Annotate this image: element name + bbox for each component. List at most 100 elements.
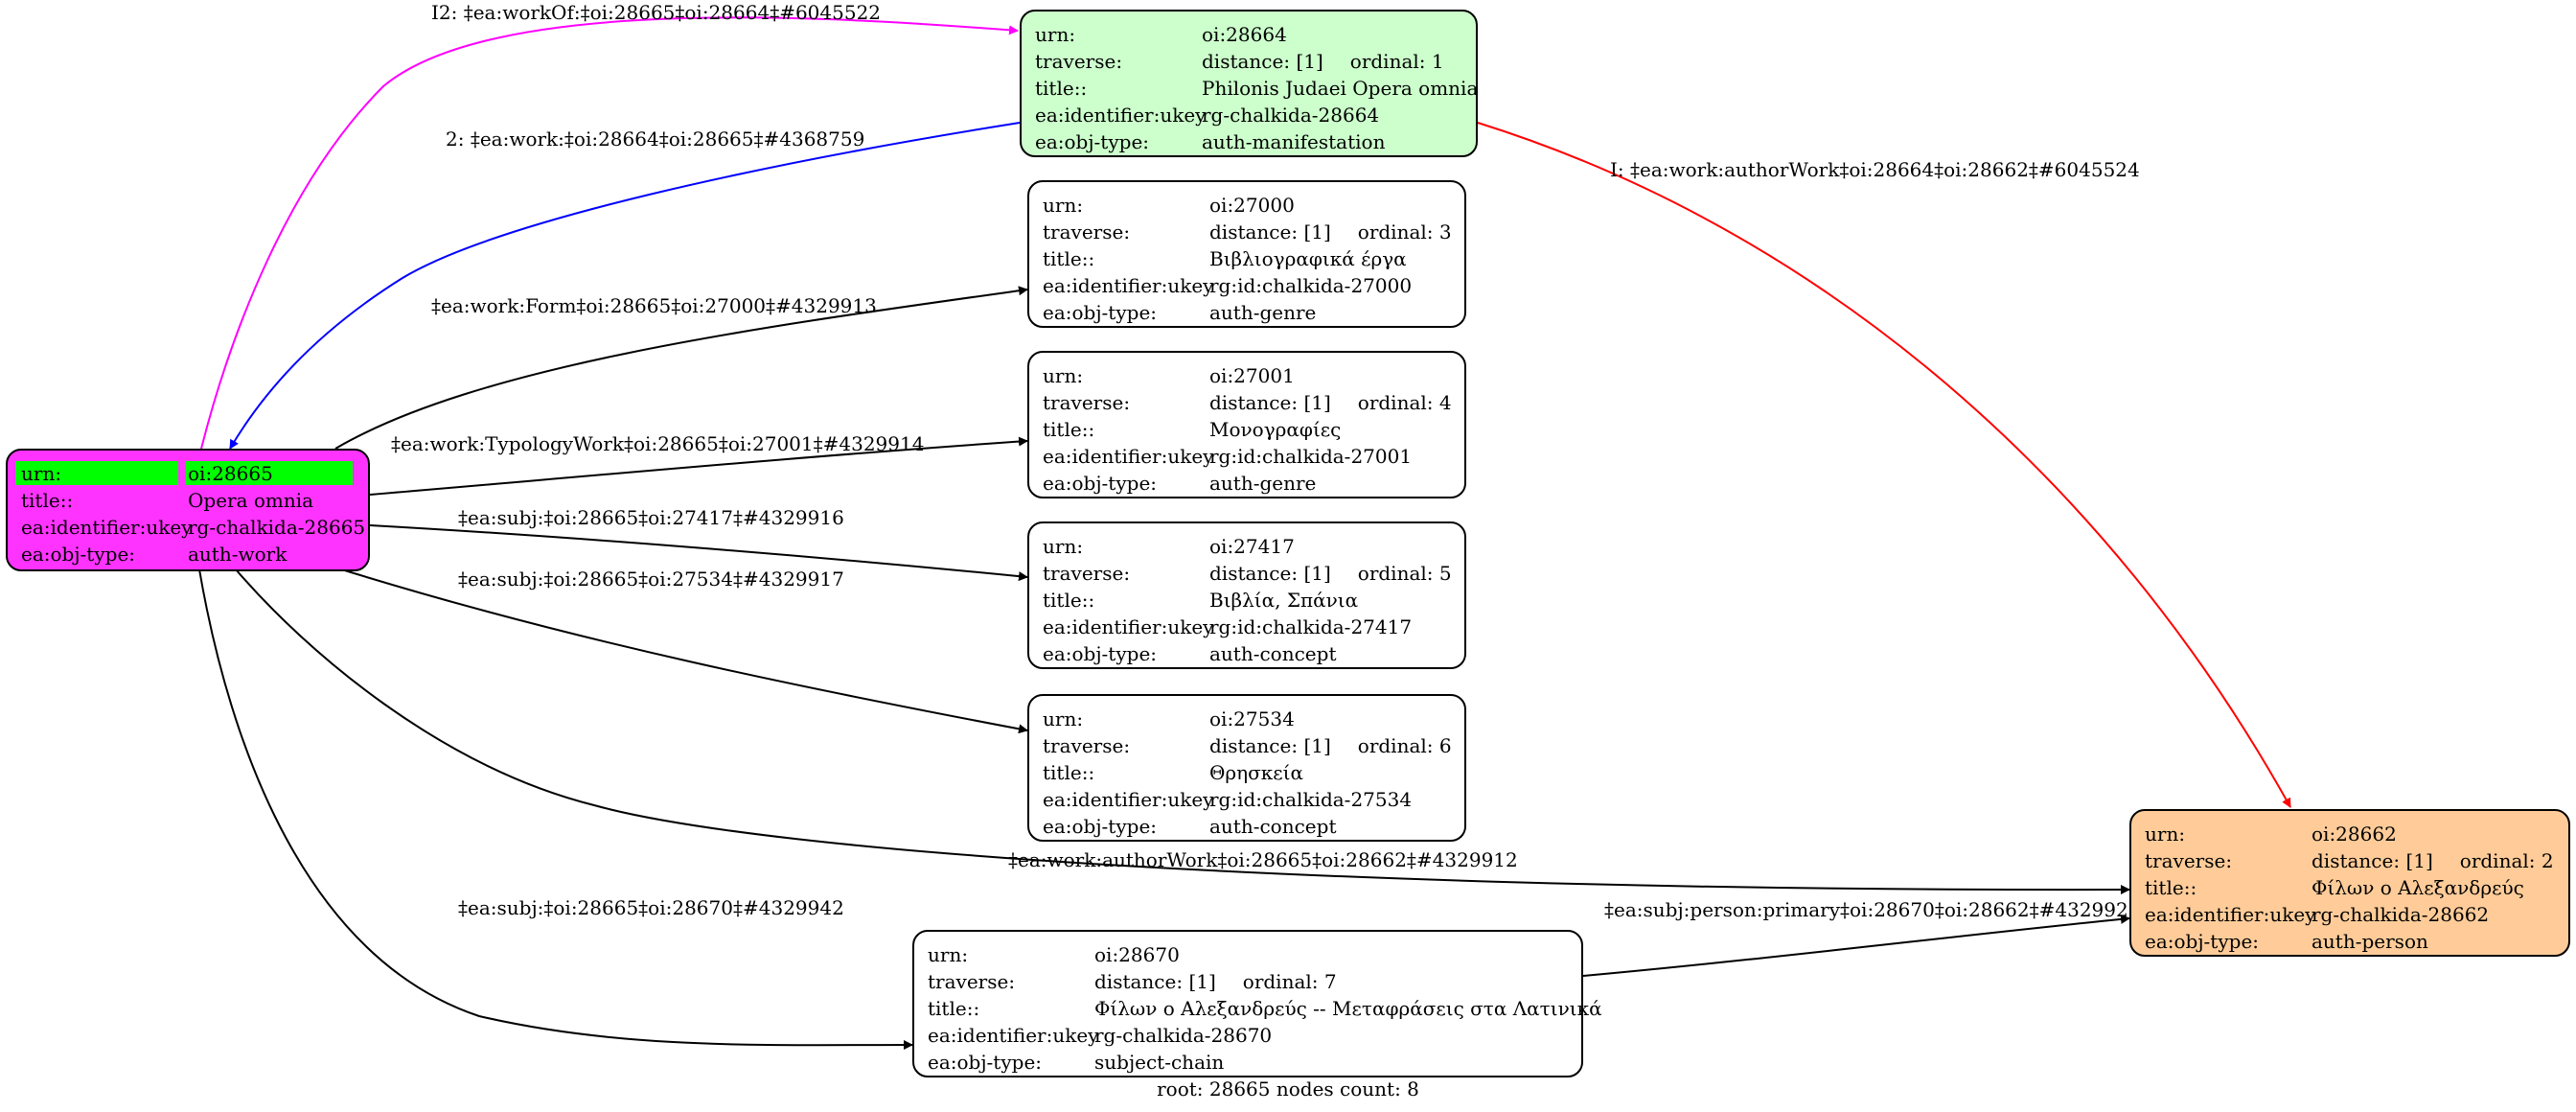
title-value: Φίλων ο Αλεξανδρεύς bbox=[2312, 876, 2524, 899]
urn-key: urn: bbox=[1043, 364, 1084, 387]
urn-key: urn: bbox=[1043, 535, 1084, 558]
traverse-value: distance: [1] bbox=[1209, 562, 1331, 585]
traverse-value: distance: [1] bbox=[1094, 970, 1216, 993]
title-value: Philonis Judaei Opera omnia bbox=[1202, 77, 1479, 100]
node-27001[interactable]: urn:oi:27001 traverse:distance: [1]ordin… bbox=[1027, 351, 1466, 498]
type-key: ea:obj-type: bbox=[1043, 642, 1158, 665]
node-28662[interactable]: urn:oi:28662 traverse:distance: [1]ordin… bbox=[2129, 809, 2570, 957]
type-value: auth-person bbox=[2312, 930, 2428, 953]
urn-highlight bbox=[15, 461, 178, 485]
traverse-key: traverse: bbox=[1035, 50, 1123, 73]
ukey-value: rg:id:chalkida-27417 bbox=[1209, 615, 1413, 638]
type-value: subject-chain bbox=[1094, 1051, 1225, 1074]
type-value: auth-genre bbox=[1209, 301, 1317, 324]
type-value: auth-genre bbox=[1209, 472, 1317, 495]
traverse-value: distance: [1] bbox=[1209, 220, 1331, 243]
urn-key: urn: bbox=[928, 943, 969, 966]
ukey-value: rg:id:chalkida-27001 bbox=[1209, 445, 1413, 468]
type-key: ea:obj-type: bbox=[1043, 301, 1158, 324]
ukey-key: ea:identifier:ukey bbox=[1043, 445, 1214, 468]
node-27000[interactable]: urn:oi:27000 traverse:distance: [1]ordin… bbox=[1027, 180, 1466, 328]
type-key: ea:obj-type: bbox=[1043, 815, 1158, 838]
urn-value: oi:27000 bbox=[1209, 194, 1295, 217]
title-key: title:: bbox=[1035, 77, 1088, 100]
title-value: Βιβλία, Σπάνια bbox=[1209, 589, 1359, 612]
edge-author-i bbox=[1477, 122, 2291, 808]
title-value: Opera omnia bbox=[188, 489, 314, 512]
traverse-value: distance: [1] bbox=[1209, 734, 1331, 757]
urn-value: oi:28664 bbox=[1202, 23, 1287, 46]
title-value: Θρησκεία bbox=[1209, 761, 1303, 784]
traverse-key: traverse: bbox=[1043, 562, 1131, 585]
edge-work bbox=[229, 122, 1021, 450]
title-key: title:: bbox=[928, 997, 980, 1020]
urn-value: oi:27001 bbox=[1209, 364, 1295, 387]
ordinal-value: ordinal: 3 bbox=[1357, 220, 1452, 243]
edge-workof bbox=[200, 16, 1019, 450]
ukey-value: rg:id:chalkida-27000 bbox=[1209, 274, 1413, 297]
title-key: title:: bbox=[1043, 418, 1095, 441]
ukey-value: rg:id:chalkida-27534 bbox=[1209, 788, 1413, 811]
edge-person bbox=[1582, 914, 2130, 977]
urn-value-highlight bbox=[186, 461, 353, 485]
edge-label-subj2: ‡ea:subj:‡oi:28665‡oi:27534‡#4329917 bbox=[458, 568, 844, 591]
ordinal-value: ordinal: 5 bbox=[1357, 562, 1452, 585]
node-28670[interactable]: urn:oi:28670 traverse:distance: [1]ordin… bbox=[912, 930, 1602, 1077]
type-key: ea:obj-type: bbox=[1035, 130, 1150, 153]
edge-label-subj1: ‡ea:subj:‡oi:28665‡oi:27417‡#4329916 bbox=[458, 506, 844, 529]
ukey-value: rg-chalkida-28670 bbox=[1094, 1024, 1273, 1047]
ukey-key: ea:identifier:ukey bbox=[1035, 104, 1207, 127]
node-27534[interactable]: urn:oi:27534 traverse:distance: [1]ordin… bbox=[1027, 694, 1466, 842]
type-value: auth-concept bbox=[1209, 642, 1337, 665]
type-key: ea:obj-type: bbox=[928, 1051, 1043, 1074]
ukey-key: ea:identifier:ukey bbox=[1043, 788, 1214, 811]
urn-value: oi:28665 bbox=[188, 462, 273, 485]
type-value: auth-work bbox=[188, 543, 288, 566]
ukey-key: ea:identifier:ukey bbox=[1043, 615, 1214, 638]
urn-key: urn: bbox=[2145, 822, 2186, 846]
type-value: auth-manifestation bbox=[1202, 130, 1386, 153]
ukey-key: ea:identifier:ukey bbox=[928, 1024, 1099, 1047]
ukey-value: rg-chalkida-28665 bbox=[188, 516, 366, 539]
type-key: ea:obj-type: bbox=[21, 543, 136, 566]
urn-value: oi:28662 bbox=[2312, 822, 2397, 846]
node-root-28665[interactable]: urn:oi:28665 title::Opera omnia ea:ident… bbox=[6, 449, 370, 571]
edge-label-work: 2: ‡ea:work:‡oi:28664‡oi:28665‡#4368759 bbox=[446, 127, 864, 151]
edge-label-person: ‡ea:subj:person:primary‡oi:28670‡oi:2866… bbox=[1604, 898, 2140, 921]
ordinal-value: ordinal: 6 bbox=[1357, 734, 1452, 757]
traverse-key: traverse: bbox=[1043, 734, 1131, 757]
edge-label-subj3: ‡ea:subj:‡oi:28665‡oi:28670‡#4329942 bbox=[458, 896, 844, 919]
title-key: title:: bbox=[2145, 876, 2197, 899]
urn-key: urn: bbox=[21, 462, 62, 485]
urn-key: urn: bbox=[1043, 707, 1084, 730]
graph-footer: root: 28665 nodes count: 8 bbox=[1157, 1077, 1419, 1100]
edge-author bbox=[235, 568, 2130, 895]
edge-label-form: ‡ea:work:Form‡oi:28665‡oi:27000‡#4329913 bbox=[431, 294, 877, 317]
urn-key: urn: bbox=[1035, 23, 1076, 46]
edge-form bbox=[334, 286, 1028, 450]
node-28664[interactable]: urn:oi:28664 traverse:distance: [1]ordin… bbox=[1020, 10, 1478, 157]
edge-subj2 bbox=[334, 567, 1028, 734]
title-key: title:: bbox=[1043, 247, 1095, 270]
type-key: ea:obj-type: bbox=[2145, 930, 2260, 953]
edge-label-workof: I2: ‡ea:workOf:‡oi:28665‡oi:28664‡#60455… bbox=[431, 1, 881, 24]
edge-label-author-i: I: ‡ea:work:authorWork‡oi:28664‡oi:28662… bbox=[1610, 158, 2140, 181]
traverse-key: traverse: bbox=[1043, 391, 1131, 414]
node-27417[interactable]: urn: oi:27417 traverse: distance: [1] ordin… bbox=[1027, 521, 1466, 669]
title-key: title:: bbox=[1043, 589, 1095, 612]
ukey-key: ea:identifier:ukey bbox=[2145, 903, 2316, 926]
ordinal-value: ordinal: 1 bbox=[1349, 50, 1444, 73]
traverse-key: traverse: bbox=[2145, 849, 2233, 872]
type-key: ea:obj-type: bbox=[1043, 472, 1158, 495]
edge-subj3 bbox=[198, 568, 913, 1051]
traverse-value: distance: [1] bbox=[2312, 849, 2433, 872]
edge-subj1 bbox=[369, 524, 1028, 582]
urn-value: oi:28670 bbox=[1094, 943, 1180, 966]
ukey-key: ea:identifier:ukey bbox=[1043, 274, 1214, 297]
urn-value: oi:27417 bbox=[1209, 535, 1295, 558]
edge-typology bbox=[369, 436, 1028, 496]
title-value: Μονογραφίες bbox=[1209, 418, 1342, 441]
traverse-key: traverse: bbox=[928, 970, 1016, 993]
ukey-value: rg-chalkida-28664 bbox=[1202, 104, 1380, 127]
